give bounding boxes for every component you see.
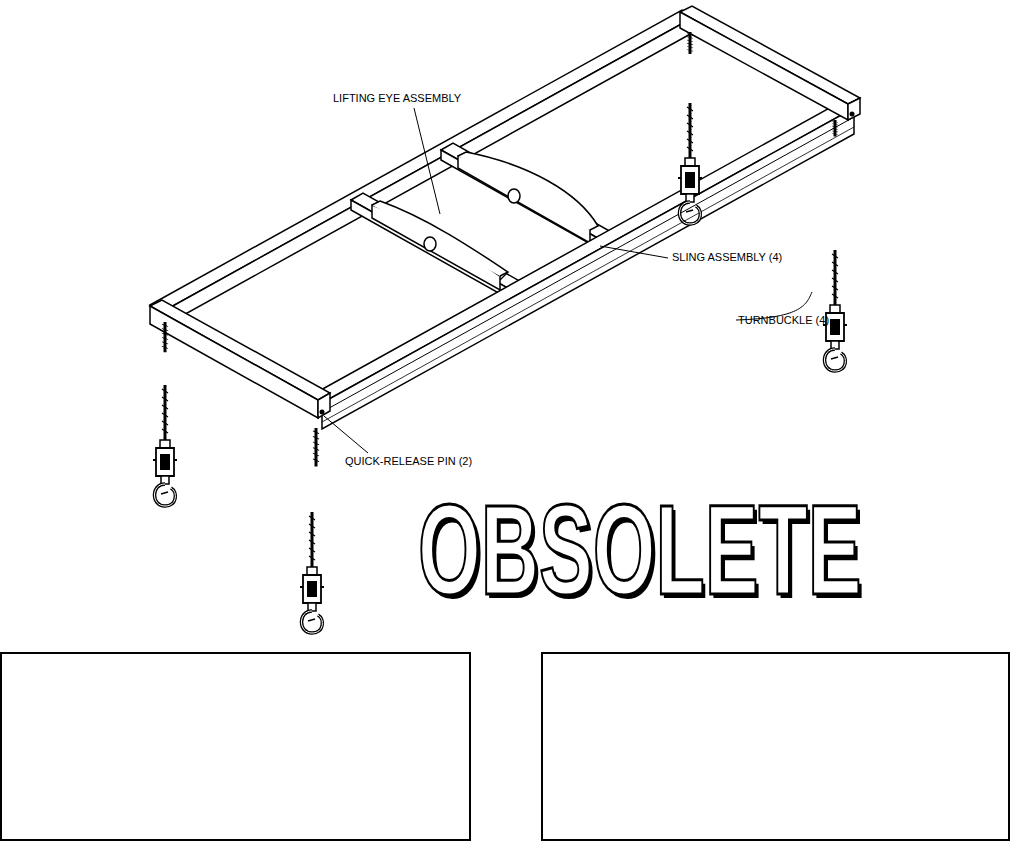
part-label: SLING ASSEMBLY (4) [672, 251, 782, 264]
part-label: LIFTING EYE ASSEMBLY [333, 92, 461, 105]
part-label: TURNBUCKLE (4) [738, 314, 829, 327]
part-label: QUICK-RELEASE PIN (2) [345, 455, 472, 468]
obsolete-stamp: OBSOLETE [418, 486, 862, 614]
